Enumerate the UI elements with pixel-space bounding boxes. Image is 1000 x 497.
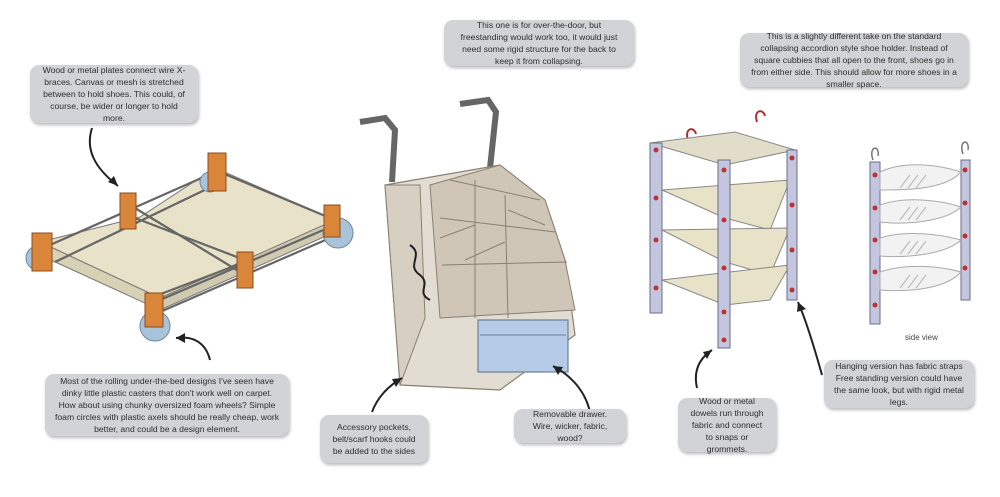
note-dowels: Wood or metal dowels run through fabric … [678,396,776,454]
note-hanging: Hanging version has fabric straps Free s… [824,360,974,408]
over-door-organizer-sketch [359,96,591,413]
note-casters: Most of the rolling under-the-bed design… [45,374,289,436]
under-bed-rack-sketch [25,127,354,361]
note-accessory: Accessory pockets, belt/scarf hooks coul… [320,415,428,463]
note-wood-plates: Wood or metal plates connect wire X-brac… [30,65,198,123]
side-view-label: side view [905,333,938,342]
side-view-sketch [869,141,971,325]
note-over-door: This one is for over-the-door, but frees… [444,20,634,66]
note-accordion: This is a slightly different take on the… [740,31,968,89]
accordion-shelf-sketch [649,110,823,389]
note-drawer: Removable drawer. Wire, wicker, fabric, … [514,409,626,443]
